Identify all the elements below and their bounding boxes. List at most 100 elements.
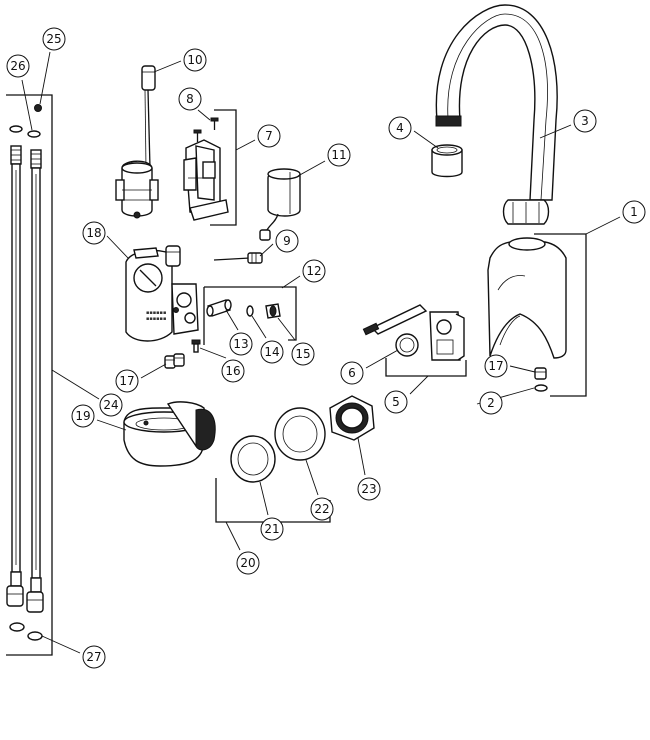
callout-number: 12 (306, 264, 321, 278)
callout-number: 20 (240, 556, 255, 570)
callout-circle (302, 259, 326, 283)
aerator-part-4 (431, 144, 463, 178)
callout-number: 13 (233, 337, 248, 351)
callout-18: 18 (82, 221, 106, 245)
callout-circle (82, 645, 106, 669)
callout-circle (260, 517, 284, 541)
callout-circle (340, 361, 364, 385)
callout-circle (327, 143, 351, 167)
hose-bottom-nut-left (6, 585, 24, 607)
callout-number: 5 (392, 395, 400, 409)
callout-22: 22 (310, 497, 334, 521)
callout-circle (115, 369, 139, 393)
callout-number: 8 (186, 92, 194, 106)
hose-bottom-nut-right (26, 591, 44, 613)
callout-circle (99, 393, 123, 417)
callout-13: 13 (229, 332, 253, 356)
callout-number: 25 (46, 32, 61, 46)
gooseneck-spout (435, 4, 558, 225)
washer-26a (9, 125, 23, 133)
callout-7: 7 (257, 124, 281, 148)
callout-circle (291, 342, 315, 366)
gasket-6 (395, 333, 419, 357)
washer-27a (9, 622, 25, 632)
callout-14: 14 (260, 340, 284, 364)
washer-2 (534, 384, 548, 392)
callout-26: 26 (6, 54, 30, 78)
callout-number: 26 (10, 59, 25, 73)
callout-circle (236, 551, 260, 575)
module-brand-marking: ▪▪▪▪▪▪ (146, 310, 166, 316)
callout-number: 10 (187, 53, 202, 67)
callout-2: 2 (479, 391, 503, 415)
callout-20: 20 (236, 551, 260, 575)
svg-text:▪▪▪▪▪▪: ▪▪▪▪▪▪ (146, 316, 166, 322)
callout-circle (622, 200, 646, 224)
callout-25: 25 (42, 27, 66, 51)
callout-number: 11 (331, 148, 346, 162)
callout-10: 10 (183, 48, 207, 72)
fastener-17-right (534, 367, 548, 392)
callout-number: 15 (295, 347, 310, 361)
callout-15: 15 (291, 342, 315, 366)
callout-16: 16 (221, 359, 245, 383)
screw-25 (34, 104, 42, 112)
ring-set-20 (215, 395, 375, 523)
screw-16 (191, 339, 201, 353)
callout-circle (183, 48, 207, 72)
callout-27: 27 (82, 645, 106, 669)
callout-circle (229, 332, 253, 356)
callout-circle (357, 477, 381, 501)
callout-17: 17 (115, 369, 139, 393)
valve-body-19 (123, 401, 216, 467)
callout-circle (573, 109, 597, 133)
sensor-lead-10 (141, 65, 156, 169)
callout-3: 3 (573, 109, 597, 133)
callout-11: 11 (327, 143, 351, 167)
fittings-group-12 (203, 286, 297, 345)
callout-circle (260, 340, 284, 364)
callout-number: 18 (86, 226, 101, 240)
callout-circle (384, 390, 408, 414)
callout-6: 6 (340, 361, 364, 385)
callout-17: 17 (484, 354, 508, 378)
callout-number: 17 (488, 359, 503, 373)
cover-part-1 (487, 233, 587, 397)
mount-bracket-5 (362, 304, 467, 377)
callout-circle (221, 359, 245, 383)
callout-9: 9 (275, 229, 299, 253)
callout-19: 19 (71, 404, 95, 428)
callout-number: 3 (581, 114, 589, 128)
solenoid-valve (115, 160, 159, 219)
callout-number: 27 (86, 650, 101, 664)
callout-1: 1 (622, 200, 646, 224)
probe-9 (213, 252, 263, 264)
callout-number: 7 (265, 129, 273, 143)
callout-circle (310, 497, 334, 521)
valve-bracket-7 (183, 109, 237, 226)
callout-24: 24 (99, 393, 123, 417)
callout-5: 5 (384, 390, 408, 414)
ring-22 (274, 407, 326, 461)
callout-circle (388, 116, 412, 140)
callout-number: 1 (630, 205, 638, 219)
spout-aerator (435, 115, 462, 127)
battery-pack-11 (259, 168, 301, 241)
supply-hoses-assembly (6, 94, 53, 656)
control-module-18: ▪▪▪▪▪▪ ▪▪▪▪▪▪ (125, 245, 199, 342)
washer-27b (27, 631, 43, 641)
callout-number: 23 (361, 482, 376, 496)
callout-number: 16 (225, 364, 240, 378)
washer-26b (27, 130, 41, 138)
callout-circle (484, 354, 508, 378)
callout-circle (257, 124, 281, 148)
callout-circle (479, 391, 503, 415)
callout-circle (82, 221, 106, 245)
leader-lines (21, 51, 621, 654)
callout-23: 23 (357, 477, 381, 501)
callout-circle (178, 87, 202, 111)
callout-21: 21 (260, 517, 284, 541)
callout-number: 6 (348, 366, 356, 380)
